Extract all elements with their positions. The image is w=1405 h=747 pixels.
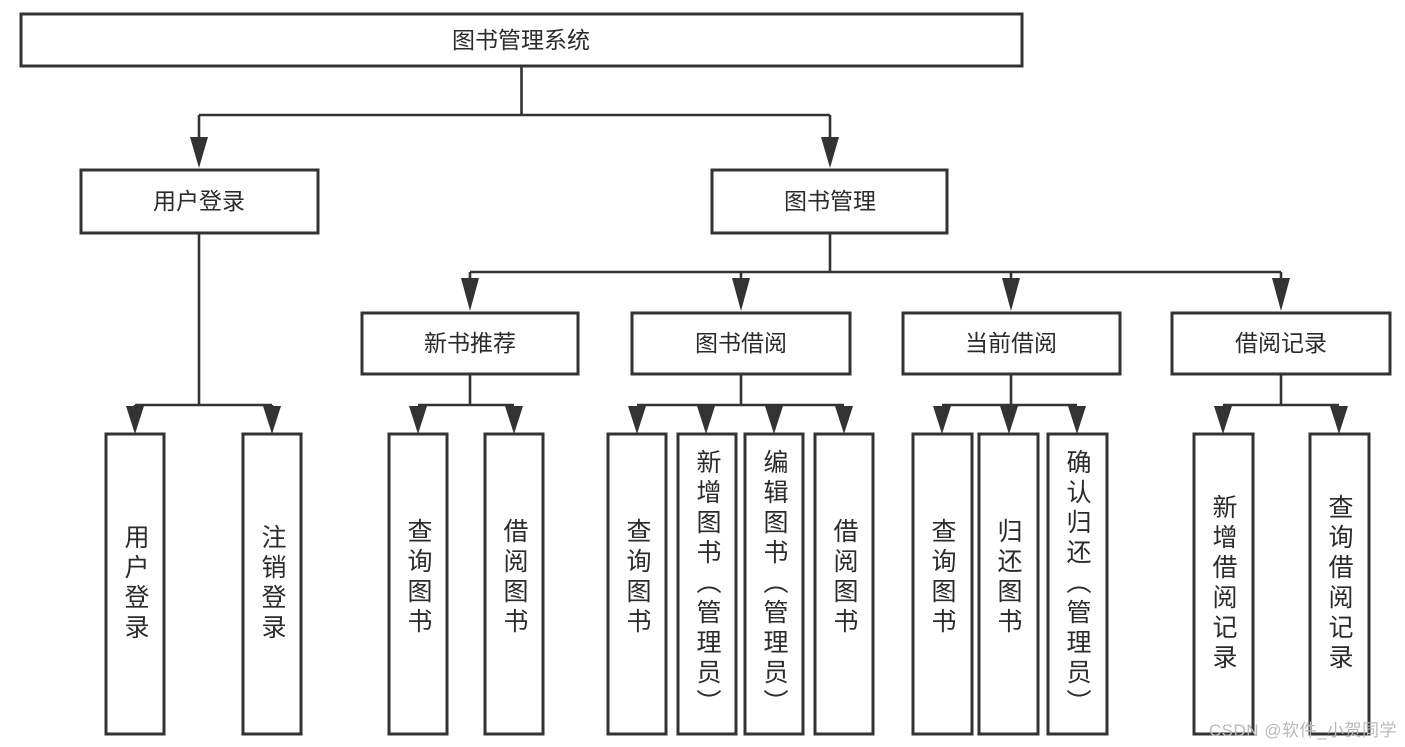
arrowhead-book-borrow [732,278,750,311]
node-user-login-label: 用户登录 [153,188,245,214]
node-leaf-borrow-book-1[interactable]: 借阅图书 [483,432,545,736]
node-leaf-query-book-3[interactable]: 查询图书 [911,432,974,736]
arrowhead-current-borrow [1002,278,1020,311]
node-user-login[interactable]: 用户登录 [79,168,320,235]
connector-layer [126,66,1348,434]
node-current-borrow[interactable]: 当前借阅 [901,311,1122,376]
node-leaf-return-book[interactable]: 归还图书 [977,432,1040,736]
node-leaf-user-login[interactable]: 用户登录 [104,432,166,736]
arrowhead-leaf-add-book [697,406,715,434]
node-user-login-box[interactable] [79,168,320,235]
node-root-label: 图书管理系统 [452,27,590,53]
arrowhead-root-to-book-manage [821,137,839,168]
node-leaf-query-book-2[interactable]: 查询图书 [606,432,668,736]
arrowhead-leaf-logout [263,406,281,434]
arrowhead-leaf-edit-book [765,406,783,434]
arrowhead-root-to-user-login [190,137,208,168]
node-leaf-query-record-label: 查询借阅记录 [1325,494,1354,674]
node-book-manage-box[interactable] [710,168,949,235]
arrowhead-leaf-borrow-book-1 [505,406,523,434]
node-leaf-query-book-1[interactable]: 查询图书 [387,432,449,736]
node-leaf-add-book-box[interactable] [676,432,738,736]
arrowhead-leaf-query-book-3 [933,406,951,434]
node-new-book-rec-box[interactable] [360,311,580,376]
node-root-box[interactable] [19,12,1024,68]
node-leaf-edit-book-box[interactable] [743,432,805,736]
node-book-manage-label: 图书管理 [784,188,876,214]
arrowhead-leaf-query-book-2 [628,406,646,434]
node-leaf-borrow-book-2-label: 借阅图书 [830,518,859,638]
node-leaf-borrow-book-2-box[interactable] [813,432,875,736]
node-leaf-add-book-label: 新增图书（管理员） [693,449,722,719]
node-leaf-logout-box[interactable] [241,432,303,736]
node-leaf-confirm-return-box[interactable] [1046,432,1109,736]
arrowhead-leaf-borrow-book-2 [835,406,853,434]
node-leaf-query-book-3-label: 查询图书 [928,518,957,638]
node-leaf-logout[interactable]: 注销登录 [241,432,303,736]
node-leaf-return-book-box[interactable] [977,432,1040,736]
node-current-borrow-label: 当前借阅 [965,330,1057,356]
node-borrow-record[interactable]: 借阅记录 [1170,311,1392,376]
node-new-book-rec-label: 新书推荐 [424,330,516,356]
node-leaf-query-record-box[interactable] [1308,432,1371,736]
node-leaf-query-book-2-box[interactable] [606,432,668,736]
node-leaf-user-login-label: 用户登录 [121,524,150,644]
node-book-manage[interactable]: 图书管理 [710,168,949,235]
node-leaf-user-login-box[interactable] [104,432,166,736]
node-book-borrow-box[interactable] [630,311,852,376]
arrowhead-leaf-add-record [1214,406,1232,434]
arrowhead-leaf-return-book [1000,406,1018,434]
node-leaf-borrow-book-1-box[interactable] [483,432,545,736]
node-leaf-add-book[interactable]: 新增图书（管理员） [676,432,738,736]
arrowhead-new-book-rec [461,278,479,311]
node-leaf-borrow-book-2[interactable]: 借阅图书 [813,432,875,736]
node-leaf-confirm-return-label: 确认归还（管理员） [1063,449,1092,719]
arrowhead-borrow-record [1272,278,1290,311]
node-root[interactable]: 图书管理系统 [19,12,1024,68]
node-leaf-logout-label: 注销登录 [258,524,287,644]
arrowhead-leaf-query-book-1 [409,406,427,434]
node-leaf-borrow-book-1-label: 借阅图书 [500,518,529,638]
node-leaf-query-record[interactable]: 查询借阅记录 [1308,432,1371,736]
node-current-borrow-box[interactable] [901,311,1122,376]
arrowhead-leaf-user-login [126,406,144,434]
node-borrow-record-label: 借阅记录 [1235,330,1327,356]
node-leaf-query-book-3-box[interactable] [911,432,974,736]
node-book-borrow-label: 图书借阅 [695,330,787,356]
node-leaf-add-record-box[interactable] [1192,432,1255,736]
node-leaf-add-record[interactable]: 新增借阅记录 [1192,432,1255,736]
node-borrow-record-box[interactable] [1170,311,1392,376]
csdn-watermark: CSDN @软件_小贺同学 [1208,721,1397,740]
node-leaf-query-book-2-label: 查询图书 [623,518,652,638]
node-leaf-edit-book[interactable]: 编辑图书（管理员） [743,432,805,736]
node-book-borrow[interactable]: 图书借阅 [630,311,852,376]
node-leaf-confirm-return[interactable]: 确认归还（管理员） [1046,432,1109,736]
node-new-book-rec[interactable]: 新书推荐 [360,311,580,376]
node-leaf-return-book-label: 归还图书 [994,518,1023,638]
node-leaf-query-book-1-label: 查询图书 [404,518,433,638]
node-leaf-add-record-label: 新增借阅记录 [1209,494,1238,674]
arrowhead-leaf-query-record [1330,406,1348,434]
arrowhead-leaf-confirm-return [1068,406,1086,434]
node-leaf-edit-book-label: 编辑图书（管理员） [760,449,789,719]
node-leaf-query-book-1-box[interactable] [387,432,449,736]
